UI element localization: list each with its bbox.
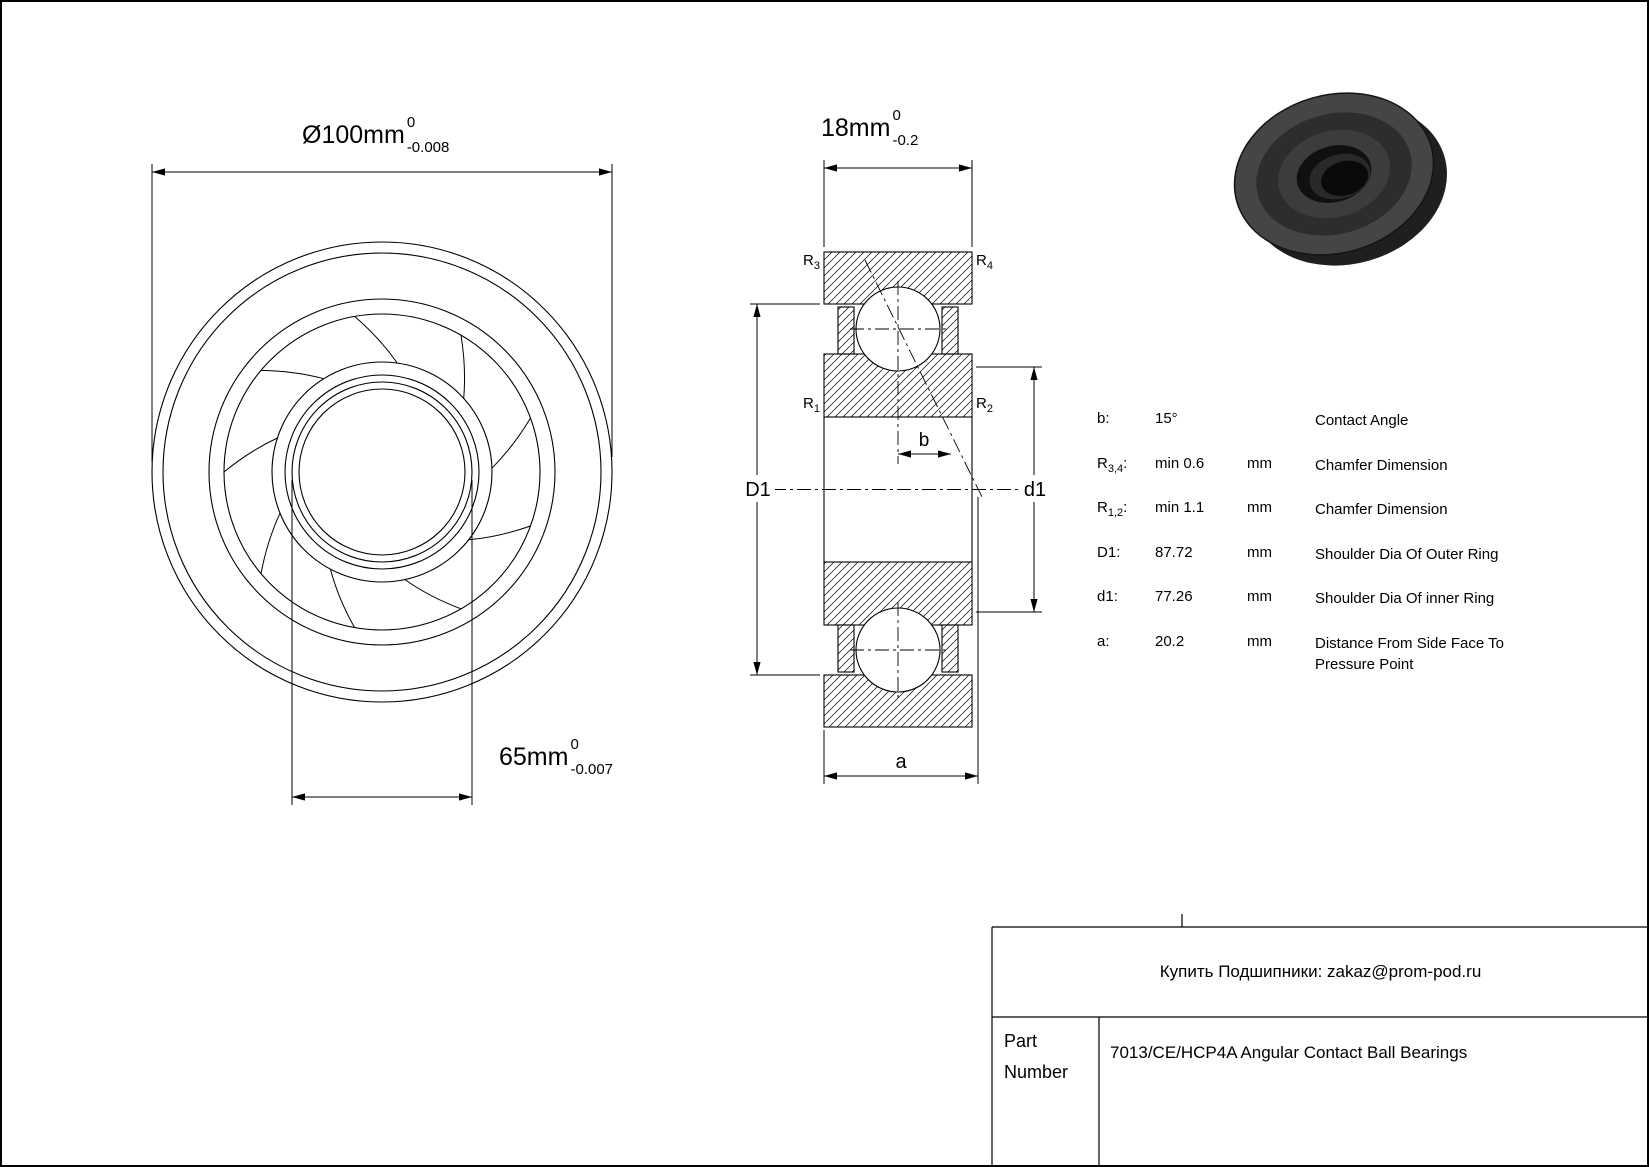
- part-number-label: Part Number: [1004, 1031, 1069, 1082]
- spec-desc: Chamfer Dimension: [1315, 501, 1448, 518]
- cage-inner-circle: [271, 361, 493, 583]
- spec-label: R3,4:: [1097, 454, 1128, 475]
- label-R1: R1: [803, 395, 820, 415]
- spec-desc: Shoulder Dia Of inner Ring: [1315, 590, 1495, 607]
- spec-row-contact-angle: b: 15° Contact Angle: [1097, 410, 1557, 455]
- outer-ring-inner-circle: [208, 298, 556, 646]
- outer-diameter-circle: [151, 241, 613, 703]
- label-R2: R2: [976, 395, 993, 415]
- spec-row-pressure-distance: a: 20.2 mm Distance From Side Face To Pr…: [1097, 633, 1557, 678]
- tolerance-stack: 0 -0.2: [892, 107, 919, 149]
- bore-circle: [298, 388, 466, 556]
- spec-label: R1,2 :: [1097, 499, 1128, 519]
- label-mask: [1019, 475, 1050, 502]
- spec-row-inner-shoulder: d1: 77.26 mm Shoulder Dia Of inner Ring: [1097, 588, 1557, 633]
- label-R4: R4: [976, 252, 993, 272]
- label-D1: D1: [745, 479, 771, 501]
- title-block-lines: [991, 914, 1647, 1165]
- cage-outer-circle: [223, 313, 541, 631]
- label-mask: [742, 475, 775, 502]
- spec-unit: mm: [1247, 499, 1272, 516]
- section-view: [823, 251, 973, 728]
- spec-row-chamfer-34: R3,4: min 0.6 mm Chamfer Dimension: [1097, 455, 1557, 500]
- spec-unit: mm: [1247, 454, 1272, 472]
- label-a: a: [895, 751, 907, 773]
- label-d1: d1: [1024, 479, 1046, 501]
- spec-label: b:: [1097, 410, 1110, 427]
- bearing-3d-image: [1233, 92, 1447, 266]
- spec-value: 20.2: [1155, 632, 1185, 650]
- dim-text-outer-diameter: Ø100mm 0 -0.008: [302, 114, 450, 156]
- bore-chamfer-circle: [291, 381, 473, 563]
- label-b: b: [919, 430, 930, 451]
- contact-angle-line: [864, 259, 983, 498]
- spec-value: 77.26: [1155, 588, 1193, 605]
- spec-value: min 0.6: [1155, 454, 1205, 472]
- spec-label: D1:: [1097, 543, 1121, 561]
- tolerance-stack: 0 -0.007: [570, 736, 614, 778]
- spec-table: b: 15° Contact Angle R3,4: min 0.6 mm Ch…: [1097, 410, 1557, 677]
- front-view: [151, 241, 613, 703]
- front-view-dimensions: [151, 164, 613, 805]
- spec-label: d1:: [1097, 588, 1118, 605]
- spec-unit: mm: [1247, 588, 1272, 605]
- spec-desc: Contact Angle: [1315, 412, 1409, 429]
- dim-text-width: 18mm 0 -0.2: [821, 107, 919, 149]
- spec-row-outer-shoulder: D1: 87.72 mm Shoulder Dia Of Outer Ring: [1097, 544, 1557, 589]
- section-labels: R3 R4 R1 R2 D1 d1 b a: [745, 252, 1046, 773]
- spec-desc: Chamfer Dimension: [1315, 456, 1448, 474]
- centerlines: [747, 259, 1047, 698]
- cage-pockets: [223, 316, 531, 628]
- spec-value: 15°: [1155, 410, 1178, 427]
- contact-info: Купить Подшипники: zakaz@prom-pod.ru: [992, 927, 1647, 1017]
- spec-unit: mm: [1247, 543, 1272, 561]
- tolerance-stack: 0 -0.008: [406, 114, 450, 156]
- spec-value: min 1.1: [1155, 499, 1205, 516]
- spec-label: a:: [1097, 632, 1110, 650]
- part-number-value: 7013/CE/HCP4A Angular Contact Ball Beari…: [1110, 1043, 1468, 1062]
- spec-row-chamfer-12: R1,2 : min 1.1 mm Chamfer Dimension: [1097, 499, 1557, 544]
- cage-section: [941, 306, 959, 355]
- spec-unit: mm: [1247, 632, 1272, 650]
- inner-ring-shoulder-circle: [284, 374, 480, 570]
- dim-text-bore-diameter: 65mm 0 -0.007: [499, 736, 614, 778]
- spec-desc: Distance From Side Face To Pressure Poin…: [1315, 634, 1504, 674]
- cage-section: [941, 624, 959, 673]
- spec-desc: Shoulder Dia Of Outer Ring: [1315, 545, 1499, 563]
- label-R3: R3: [803, 252, 820, 272]
- cage-section: [837, 306, 855, 355]
- cage-section: [837, 624, 855, 673]
- spec-value: 87.72: [1155, 543, 1193, 561]
- contact-text: Купить Подшипники: zakaz@prom-pod.ru: [1159, 962, 1482, 981]
- outer-chamfer-circle: [162, 252, 602, 692]
